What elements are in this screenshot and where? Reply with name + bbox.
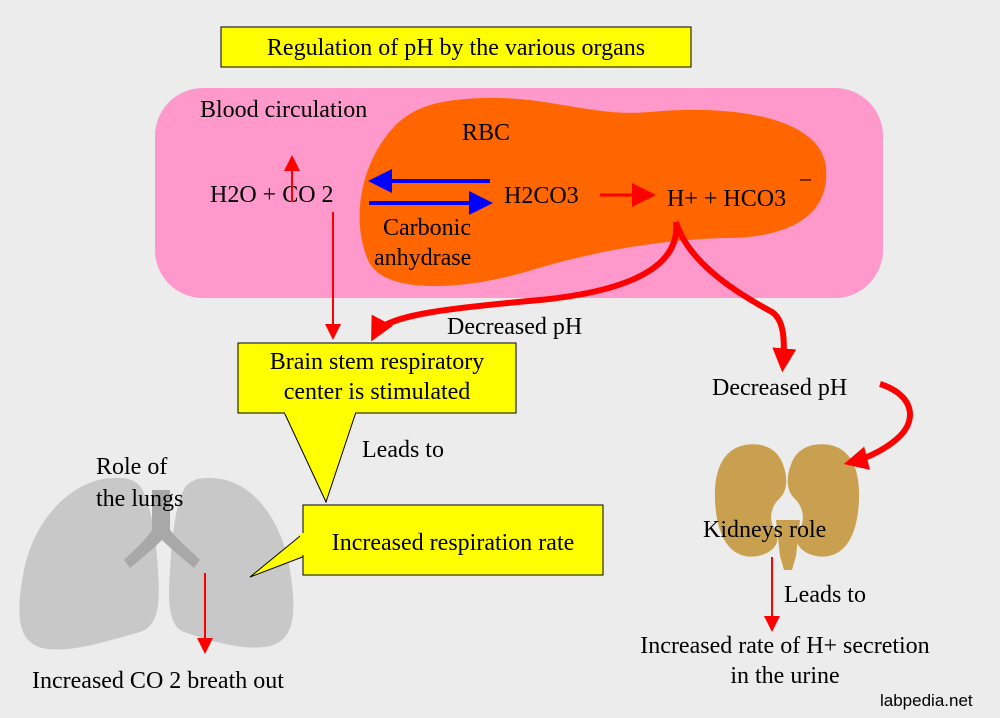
blood-circulation-label: Blood circulation xyxy=(200,97,367,123)
respiration-callout-box xyxy=(302,504,604,576)
h-secretion-line1: Increased rate of H+ secretion xyxy=(640,633,929,659)
leads-to-right-label: Leads to xyxy=(784,582,866,608)
reactants-label: H2O + CO 2 xyxy=(210,182,334,208)
brainstem-line1: Brain stem respiratory xyxy=(270,349,485,375)
h-to-brainstem-arrow xyxy=(371,221,680,342)
h-to-right-arrow xyxy=(673,221,797,373)
respiration-callout-seam xyxy=(300,533,305,555)
lungs-label-line1: Role of xyxy=(96,454,167,480)
decreased-ph-center-label: Decreased pH xyxy=(447,314,582,340)
carbonic-acid-label: H2CO3 xyxy=(504,183,579,209)
brainstem-callout-pointer xyxy=(283,411,357,504)
title-box xyxy=(220,26,692,68)
bicarbonate-charge: – xyxy=(799,165,812,190)
lungs-illustration xyxy=(19,478,294,650)
h-secretion-line2: in the urine xyxy=(730,663,839,689)
products-label: H+ + HCO3 xyxy=(667,186,786,212)
rbc-label: RBC xyxy=(462,120,510,146)
kidneys-illustration xyxy=(714,444,860,570)
ph-to-kidneys-arrow xyxy=(843,381,913,470)
lungs-label-line2: the lungs xyxy=(96,486,183,512)
kidneys-label: Kidneys role xyxy=(703,517,826,543)
diagram-title: Regulation of pH by the various organs xyxy=(267,35,645,61)
rbc-cell xyxy=(359,97,827,286)
decreased-ph-right-label: Decreased pH xyxy=(712,375,847,401)
brainstem-line2: center is stimulated xyxy=(284,379,471,405)
co2-breath-out-label: Increased CO 2 breath out xyxy=(32,668,284,694)
brainstem-callout-seam xyxy=(285,409,355,414)
enzyme-label-line2: anhydrase xyxy=(374,245,471,271)
brainstem-callout-box xyxy=(237,342,517,414)
leads-to-left-label: Leads to xyxy=(362,437,444,463)
respiration-label: Increased respiration rate xyxy=(332,530,575,556)
watermark: labpedia.net xyxy=(880,691,973,710)
enzyme-label-line1: Carbonic xyxy=(383,215,471,241)
